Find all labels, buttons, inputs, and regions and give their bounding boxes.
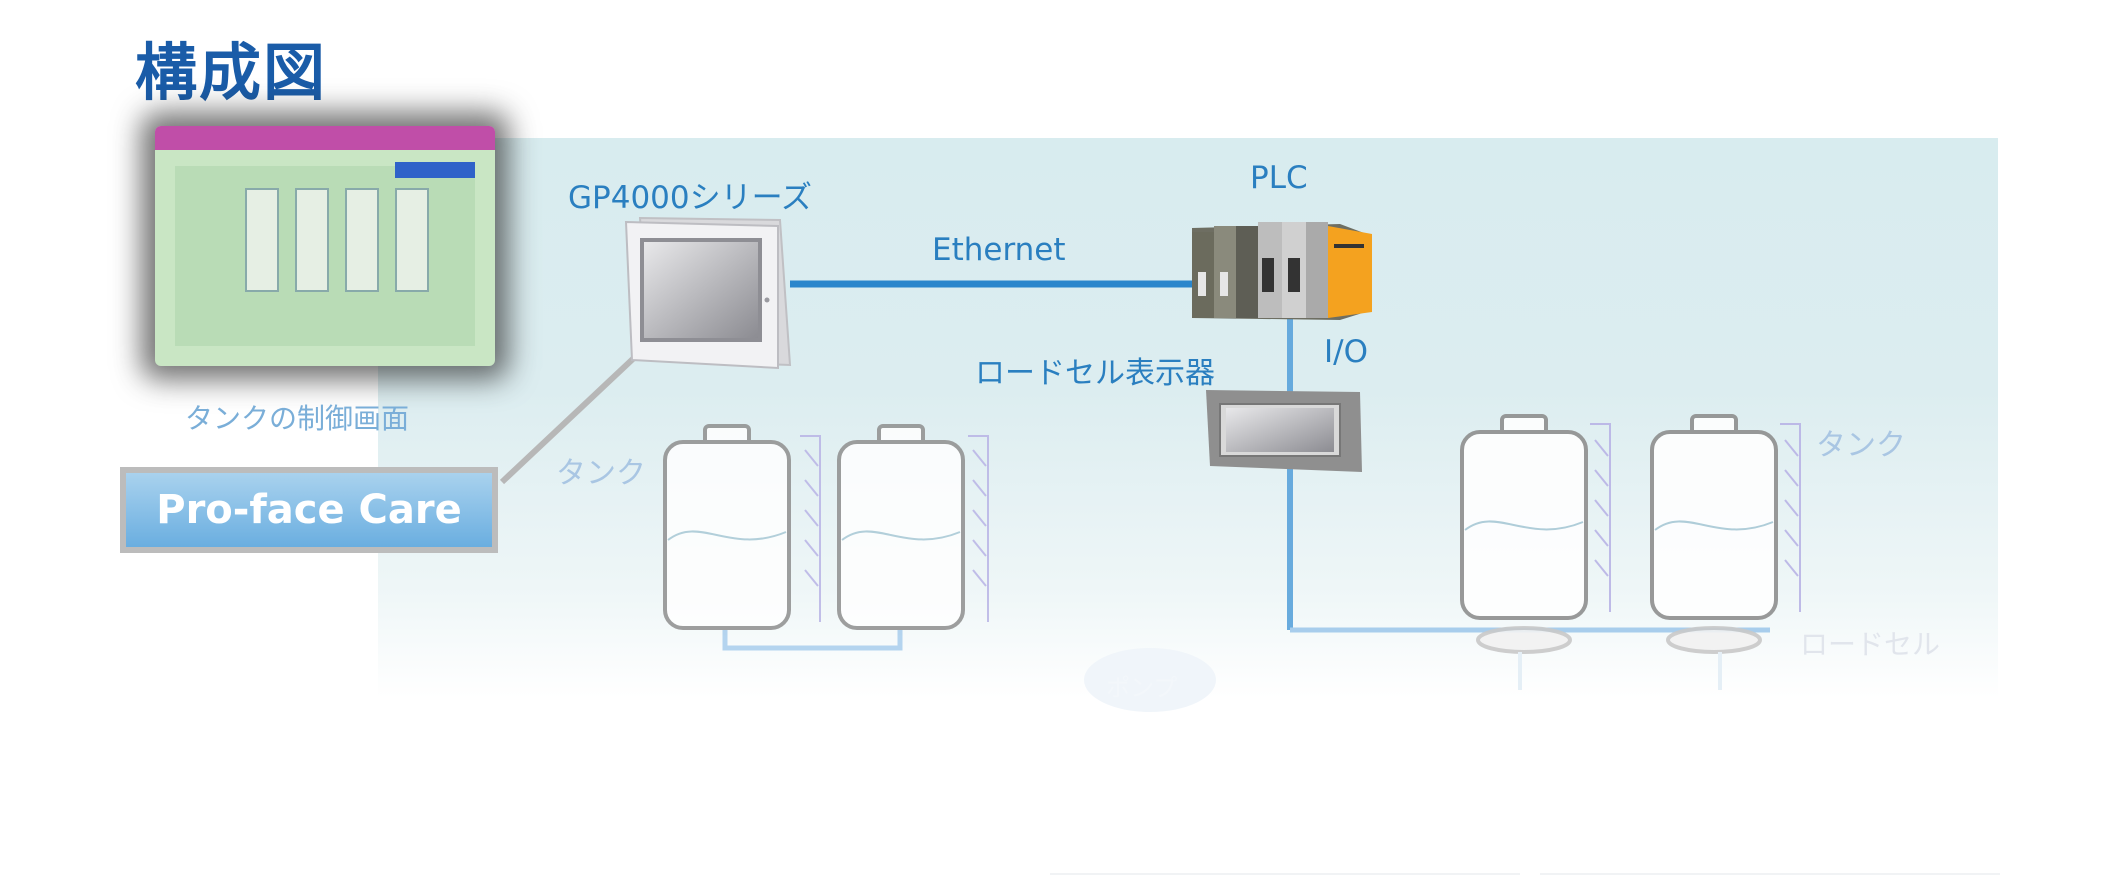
control-screen-photo: [155, 126, 495, 366]
tank: [1460, 414, 1611, 654]
tank: [663, 424, 821, 630]
tank: [837, 424, 989, 630]
pump-shape: [1084, 648, 1216, 712]
ethernet-label: Ethernet: [932, 232, 1066, 268]
control-screen-label: タンクの制御画面: [185, 402, 410, 435]
footer-line: [1050, 873, 1520, 875]
right-tanks: [1460, 414, 1801, 690]
loadcell-display-device: [1206, 390, 1362, 472]
pump-label: ポンプ: [1106, 674, 1178, 702]
pro-face-care-button[interactable]: Pro-face Care: [120, 467, 498, 553]
loadcell-display-label: ロードセル表示器: [975, 356, 1215, 391]
loadcell-label: ロードセル: [1800, 628, 1941, 661]
left-tanks: [663, 424, 989, 651]
care-link-line: [499, 353, 639, 485]
tank-left-label: タンク: [556, 456, 646, 491]
plc-label: PLC: [1250, 160, 1308, 196]
plc-device: [1192, 222, 1372, 320]
tank: [1650, 414, 1801, 654]
loadcell-plate: [1476, 626, 1572, 654]
loadcell-plate: [1666, 626, 1762, 654]
io-label: I/O: [1324, 334, 1368, 370]
gp4000-device: [624, 216, 792, 370]
gp4000-label: GP4000シリーズ: [568, 180, 813, 216]
footer-line: [1540, 873, 2000, 875]
tank-right-label: タンク: [1816, 428, 1906, 463]
page-title: 構成図: [135, 36, 328, 109]
